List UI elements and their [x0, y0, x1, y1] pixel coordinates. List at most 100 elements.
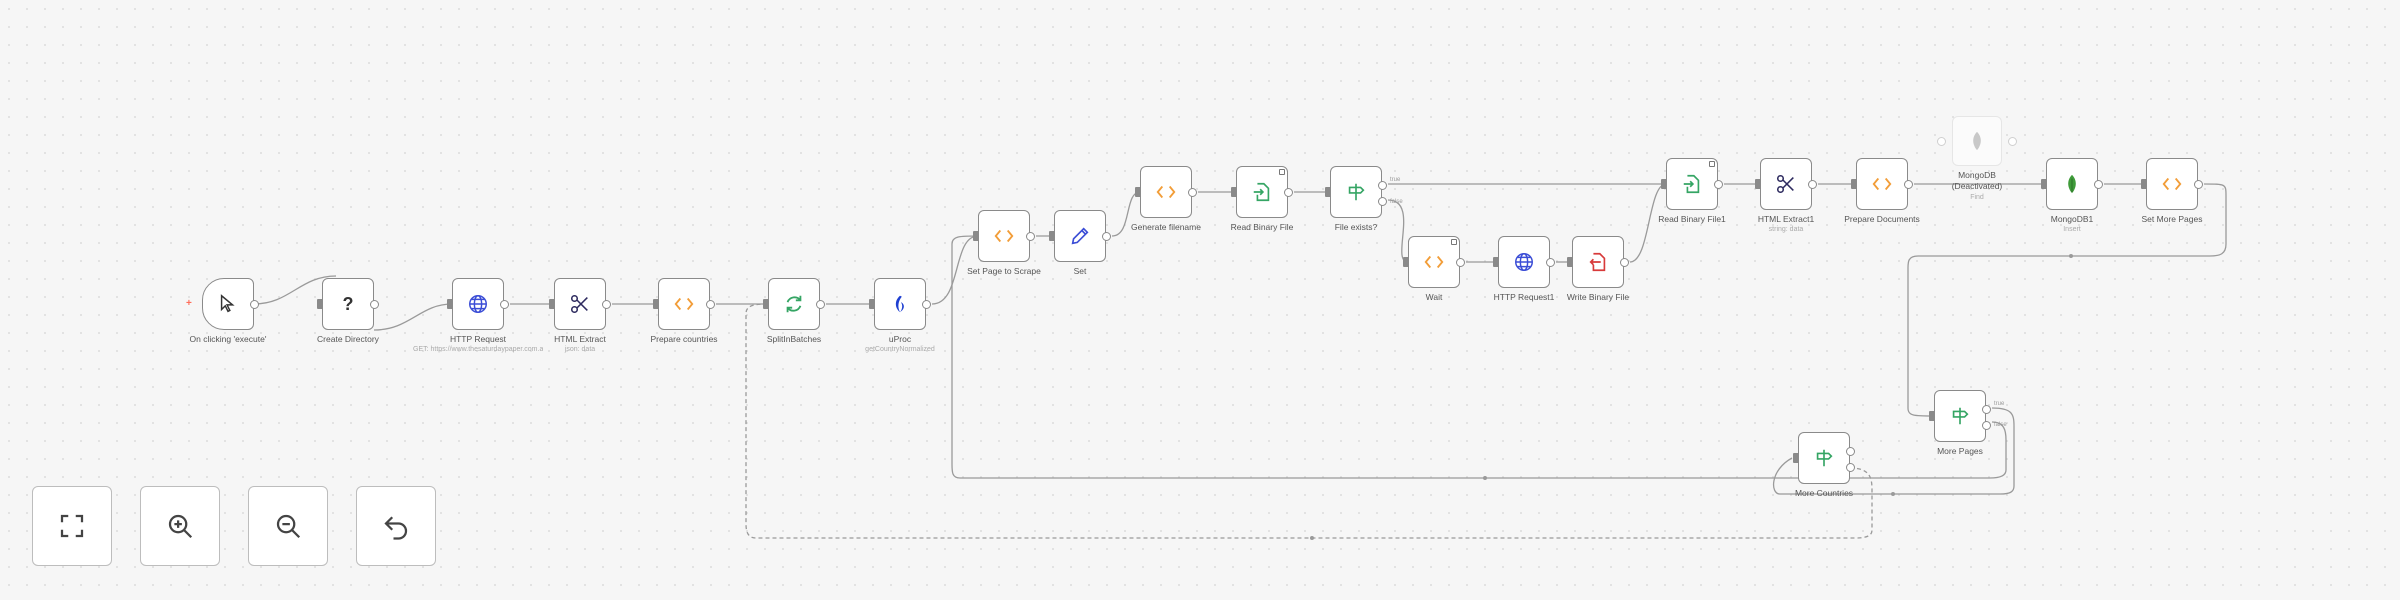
output-port-true[interactable] — [1378, 180, 1387, 190]
output-port[interactable] — [706, 299, 715, 309]
input-port[interactable] — [1231, 187, 1237, 197]
zoom-to-fit-button[interactable] — [32, 486, 112, 566]
code-icon — [2162, 177, 2182, 191]
input-port[interactable] — [763, 299, 769, 309]
output-port[interactable] — [1456, 257, 1465, 267]
node-generate-filename[interactable] — [1135, 166, 1197, 218]
code-icon — [674, 297, 694, 311]
input-port[interactable] — [447, 299, 453, 309]
settings-badge-icon — [1279, 169, 1285, 175]
output-port[interactable] — [1808, 179, 1817, 189]
node-mongodb-deactivated[interactable] — [1937, 116, 2017, 166]
connection-morecountries-split[interactable] — [745, 303, 1873, 539]
output-port[interactable] — [500, 299, 509, 309]
node-more-countries[interactable] — [1793, 432, 1855, 484]
output-port[interactable] — [1026, 231, 1035, 241]
node-label: More Pages — [1937, 446, 1983, 456]
node-html-extract[interactable] — [549, 278, 611, 330]
node-more-pages[interactable] — [1929, 390, 1991, 442]
output-port[interactable] — [370, 299, 379, 309]
input-port[interactable] — [1135, 187, 1141, 197]
output-port[interactable] — [250, 299, 259, 309]
node-trigger[interactable] — [202, 278, 259, 330]
zoom-out-button[interactable] — [248, 486, 328, 566]
output-port[interactable] — [2008, 136, 2017, 146]
add-node-icon[interactable]: + — [186, 298, 192, 309]
output-port[interactable] — [2094, 179, 2103, 189]
input-port[interactable] — [1403, 257, 1409, 267]
output-port[interactable] — [1904, 179, 1913, 189]
output-port[interactable] — [1714, 179, 1723, 189]
zoom-in-button[interactable] — [140, 486, 220, 566]
scissors-icon — [1776, 174, 1794, 194]
input-port[interactable] — [2041, 179, 2047, 189]
node-http-request[interactable] — [447, 278, 509, 330]
output-port[interactable] — [922, 299, 931, 309]
node-read-binary-file1[interactable] — [1661, 158, 1723, 210]
branch-label-false: false — [1994, 422, 2007, 428]
output-port-false[interactable] — [1378, 196, 1387, 206]
output-port-false[interactable] — [1846, 462, 1855, 472]
node-uproc[interactable] — [869, 278, 931, 330]
output-port-true[interactable] — [1846, 446, 1855, 456]
input-port[interactable] — [1755, 179, 1761, 189]
connection-trigger-create-dir[interactable] — [253, 275, 337, 305]
node-split-in-batches[interactable] — [763, 278, 825, 330]
reset-zoom-button[interactable] — [356, 486, 436, 566]
node-set[interactable] — [1049, 210, 1111, 262]
globe-icon — [1515, 253, 1533, 271]
node-prepare-countries[interactable] — [653, 278, 715, 330]
input-port[interactable] — [1567, 257, 1573, 267]
output-port[interactable] — [2194, 179, 2203, 189]
input-port[interactable] — [869, 299, 875, 309]
input-port[interactable] — [1325, 187, 1331, 197]
connection-uproc-setpage[interactable] — [931, 235, 979, 305]
input-port[interactable] — [317, 299, 323, 309]
input-port[interactable] — [2141, 179, 2147, 189]
output-port-true[interactable] — [1982, 404, 1991, 414]
settings-badge-icon — [1709, 161, 1715, 167]
node-write-binary-file[interactable] — [1567, 236, 1629, 288]
input-port[interactable] — [549, 299, 555, 309]
zoom-in-icon — [168, 514, 193, 539]
signpost-icon — [1348, 183, 1365, 201]
connection-morepages-false[interactable] — [951, 235, 2007, 479]
node-wait[interactable] — [1403, 236, 1465, 288]
input-port[interactable] — [1793, 453, 1799, 463]
input-port[interactable] — [653, 299, 659, 309]
connection-write-readbinary1[interactable] — [1629, 183, 1667, 263]
output-port[interactable] — [1284, 187, 1293, 197]
input-port[interactable] — [1661, 179, 1667, 189]
node-set-page-to-scrape[interactable] — [973, 210, 1035, 262]
input-port[interactable] — [1493, 257, 1499, 267]
output-port[interactable] — [1102, 231, 1111, 241]
node-html-extract1[interactable] — [1755, 158, 1817, 210]
input-port[interactable] — [973, 231, 979, 241]
connection-create-dir-http[interactable] — [373, 303, 453, 331]
signpost-icon — [1952, 407, 1969, 425]
output-port-false[interactable] — [1982, 420, 1991, 430]
node-create-directory[interactable]: ? — [317, 278, 379, 330]
file-import-icon — [1683, 174, 1700, 194]
node-mongodb1[interactable] — [2041, 158, 2103, 210]
output-port[interactable] — [1620, 257, 1629, 267]
node-set-more-pages[interactable] — [2141, 158, 2203, 210]
node-label: SplitInBatches — [766, 334, 822, 344]
node-subtitle: json: data — [564, 346, 596, 353]
input-port[interactable] — [1049, 231, 1055, 241]
output-port[interactable] — [602, 299, 611, 309]
output-port[interactable] — [1546, 257, 1555, 267]
input-port[interactable] — [1851, 179, 1857, 189]
node-prepare-documents[interactable] — [1851, 158, 1913, 210]
connection-morepages-true[interactable] — [1772, 407, 2015, 495]
output-port[interactable] — [816, 299, 825, 309]
node-http-request1[interactable] — [1493, 236, 1555, 288]
input-port[interactable] — [1937, 136, 1946, 146]
node-read-binary-file[interactable] — [1231, 166, 1293, 218]
node-file-exists[interactable] — [1325, 166, 1387, 218]
output-port[interactable] — [1188, 187, 1197, 197]
input-port[interactable] — [1929, 411, 1935, 421]
connection-setmorepages-morepages[interactable] — [1907, 183, 2227, 417]
node-label: Set — [1073, 266, 1087, 276]
